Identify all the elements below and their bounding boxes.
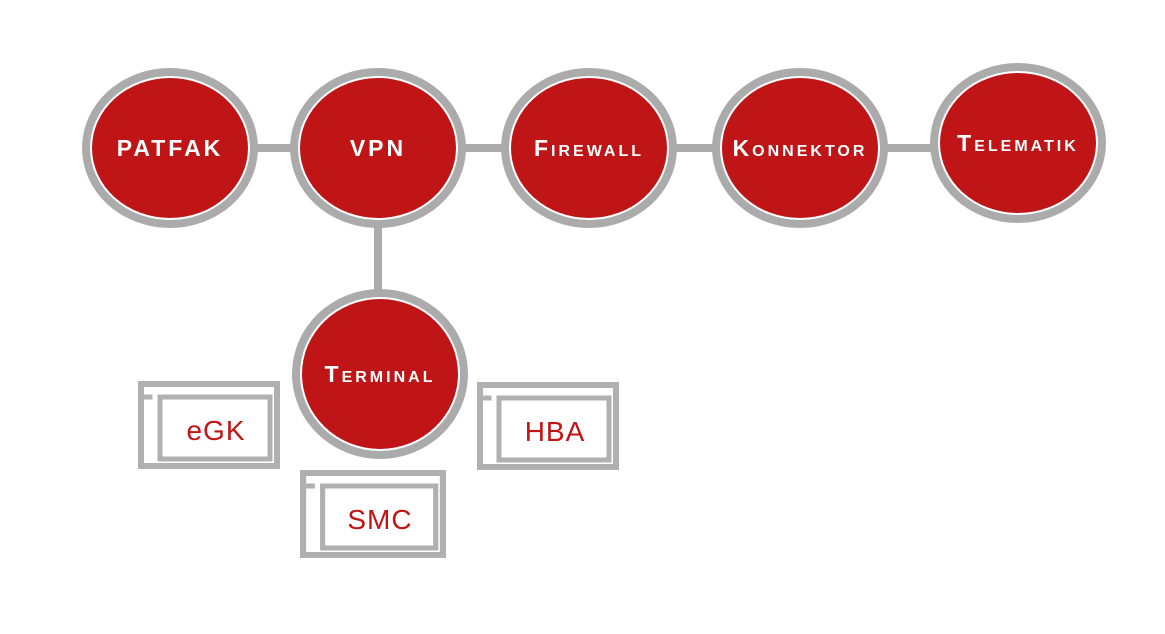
node-telematik-disc: Telematik <box>940 73 1096 213</box>
node-terminal-label: Terminal <box>324 360 436 387</box>
card-hba-label-area: HBA <box>499 400 611 463</box>
card-hba: HBA <box>477 382 619 470</box>
card-smc: SMC <box>300 470 446 558</box>
card-egk-label-area: eGK <box>160 399 272 462</box>
smartcard-frame-icon <box>138 381 280 469</box>
card-smc-label: SMC <box>347 503 413 535</box>
node-terminal: Terminal <box>292 289 468 459</box>
node-konnektor-disc: Konnektor <box>722 78 878 218</box>
node-konnektor: Konnektor <box>712 68 888 228</box>
node-telematik: Telematik <box>930 63 1106 223</box>
smartcard-frame-icon <box>300 470 446 558</box>
node-konnektor-label: Konnektor <box>732 134 868 161</box>
card-hba-label: HBA <box>524 415 586 447</box>
node-telematik-label: Telematik <box>957 129 1079 156</box>
node-firewall-label: Firewall <box>533 134 645 161</box>
node-firewall: Firewall <box>501 68 677 228</box>
connector-vpn-terminal <box>374 150 382 374</box>
node-firewall-disc: Firewall <box>511 78 667 218</box>
node-patfak-disc: PATFAK <box>92 78 248 218</box>
node-terminal-disc: Terminal <box>302 299 458 449</box>
smartcard-frame-icon <box>477 382 619 470</box>
node-vpn-disc: VPN <box>300 78 456 218</box>
card-egk: eGK <box>138 381 280 469</box>
card-smc-label-area: SMC <box>322 488 438 551</box>
node-vpn: VPN <box>290 68 466 228</box>
node-patfak-label: PATFAK <box>116 134 224 161</box>
card-egk-label: eGK <box>186 414 246 446</box>
node-patfak: PATFAK <box>82 68 258 228</box>
node-vpn-label: VPN <box>349 134 407 161</box>
